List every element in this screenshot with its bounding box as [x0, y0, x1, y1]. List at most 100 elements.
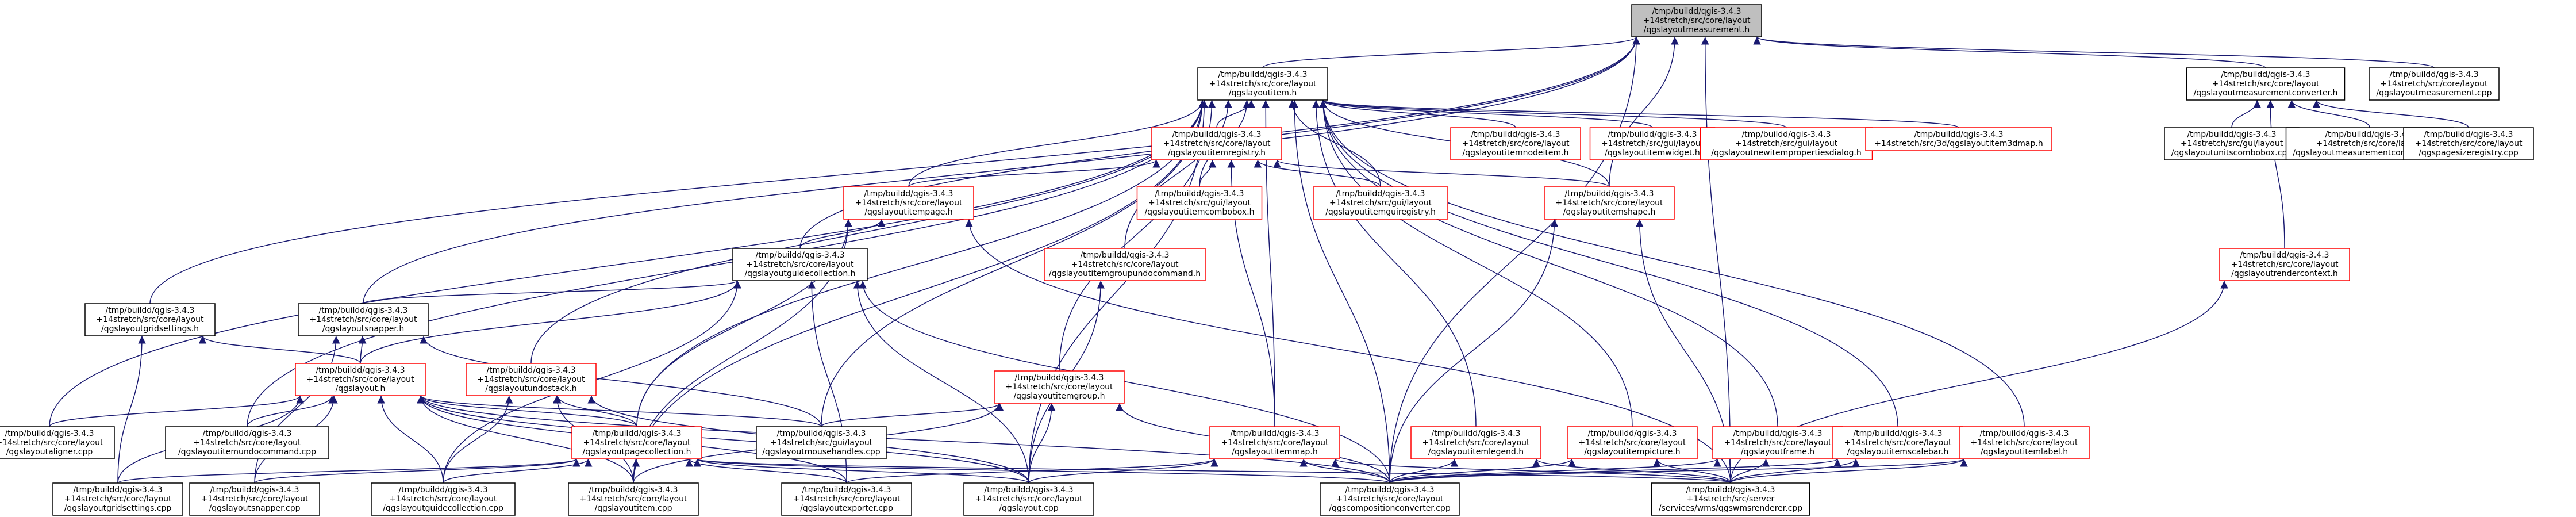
- file-node-label-h[interactable]: /tmp/buildd/qgis-3.4.3+14stretch/src/cor…: [1959, 426, 2090, 459]
- node-box[interactable]: [2219, 248, 2350, 281]
- file-node-mousehandles-cpp[interactable]: /tmp/buildd/qgis-3.4.3+14stretch/src/gui…: [756, 426, 887, 459]
- node-box[interactable]: [298, 303, 429, 336]
- file-node-item-h[interactable]: /tmp/buildd/qgis-3.4.3+14stretch/src/cor…: [1197, 67, 1328, 101]
- node-box[interactable]: [781, 482, 912, 516]
- file-node-renderer-cpp[interactable]: /tmp/buildd/qgis-3.4.3+14stretch/src/ser…: [1651, 482, 1810, 516]
- file-node-itemnodeitem-h[interactable]: /tmp/buildd/qgis-3.4.3+14stretch/src/cor…: [1450, 127, 1581, 160]
- edge-gridsettings-cpp-to-pagecollection-h: [117, 458, 580, 484]
- file-node-measconv-h[interactable]: /tmp/buildd/qgis-3.4.3+14stretch/src/cor…: [2186, 67, 2346, 101]
- file-node-unitscombo-cpp[interactable]: /tmp/buildd/qgis-3.4.3+14stretch/src/gui…: [2164, 127, 2300, 160]
- edge-layout-cpp-to-layout-h: [417, 395, 1029, 484]
- edge-layout-cpp-to-item-h: [1028, 99, 1208, 484]
- file-node-itemregistry-h[interactable]: /tmp/buildd/qgis-3.4.3+14stretch/src/cor…: [1151, 127, 1282, 160]
- node-box[interactable]: [52, 482, 183, 516]
- node-box[interactable]: [1567, 426, 1698, 459]
- edge-itemguiregistry-h-to-itemregistry-h: [1254, 159, 1381, 187]
- node-box[interactable]: [2403, 127, 2534, 160]
- file-node-measurement-h[interactable]: /tmp/buildd/qgis-3.4.3+14stretch/src/cor…: [1631, 4, 1762, 37]
- file-node-itempicture-h[interactable]: /tmp/buildd/qgis-3.4.3+14stretch/src/cor…: [1567, 426, 1698, 459]
- node-label-line: /tmp/buildd/qgis-3.4.3: [1014, 373, 1104, 382]
- node-label-line: /tmp/buildd/qgis-3.4.3: [2187, 130, 2276, 139]
- file-node-itemundo-cpp[interactable]: /tmp/buildd/qgis-3.4.3+14stretch/src/cor…: [165, 426, 329, 459]
- node-box[interactable]: [466, 363, 597, 396]
- file-node-guidecollection-h[interactable]: /tmp/buildd/qgis-3.4.3+14stretch/src/cor…: [732, 248, 868, 281]
- node-box[interactable]: [1410, 426, 1541, 459]
- file-node-itemshape-h[interactable]: /tmp/buildd/qgis-3.4.3+14stretch/src/cor…: [1544, 186, 1675, 220]
- node-box[interactable]: [1136, 186, 1263, 220]
- node-box[interactable]: [2369, 67, 2500, 101]
- node-box[interactable]: [843, 186, 974, 220]
- edge-layout-cpp-to-itemmap-h: [1028, 458, 1218, 484]
- node-label-line: +14stretch/src/core/layout: [1071, 260, 1179, 269]
- file-node-scalebar-h[interactable]: /tmp/buildd/qgis-3.4.3+14stretch/src/cor…: [1832, 426, 1963, 459]
- file-node-layout-h[interactable]: /tmp/buildd/qgis-3.4.3+14stretch/src/cor…: [295, 363, 426, 396]
- file-node-itemwidget-h[interactable]: /tmp/buildd/qgis-3.4.3+14stretch/src/gui…: [1589, 127, 1716, 160]
- node-label-line: /tmp/buildd/qgis-3.4.3: [1172, 130, 1261, 139]
- file-node-itemguiregistry-h[interactable]: /tmp/buildd/qgis-3.4.3+14stretch/src/gui…: [1313, 186, 1448, 220]
- file-node-snapper-h[interactable]: /tmp/buildd/qgis-3.4.3+14stretch/src/cor…: [298, 303, 429, 336]
- dependency-edges: [49, 36, 2469, 484]
- node-box[interactable]: [1320, 482, 1460, 516]
- file-node-measurement-cpp[interactable]: /tmp/buildd/qgis-3.4.3+14stretch/src/cor…: [2369, 67, 2500, 101]
- file-node-compconv-cpp[interactable]: /tmp/buildd/qgis-3.4.3+14stretch/src/cor…: [1320, 482, 1460, 516]
- node-label-line: /tmp/buildd/qgis-3.4.3: [1230, 429, 1319, 438]
- file-node-itemlegend-h[interactable]: /tmp/buildd/qgis-3.4.3+14stretch/src/cor…: [1410, 426, 1541, 459]
- file-node-undostack-h[interactable]: /tmp/buildd/qgis-3.4.3+14stretch/src/cor…: [466, 363, 597, 396]
- file-node-pagesize-cpp[interactable]: /tmp/buildd/qgis-3.4.3+14stretch/src/cor…: [2403, 127, 2534, 160]
- file-node-itemmap-h[interactable]: /tmp/buildd/qgis-3.4.3+14stretch/src/cor…: [1209, 426, 1340, 459]
- node-box[interactable]: [2186, 67, 2346, 101]
- node-box[interactable]: [1209, 426, 1340, 459]
- node-box[interactable]: [568, 482, 699, 516]
- node-box[interactable]: [1450, 127, 1581, 160]
- file-node-itemgroupundo-h[interactable]: /tmp/buildd/qgis-3.4.3+14stretch/src/cor…: [1044, 248, 1206, 281]
- file-node-itempage-h[interactable]: /tmp/buildd/qgis-3.4.3+14stretch/src/cor…: [843, 186, 974, 220]
- node-label-line: /services/wms/qgswmsrenderer.cpp: [1659, 504, 1802, 513]
- node-box[interactable]: [963, 482, 1094, 516]
- file-node-gridsettings-h[interactable]: /tmp/buildd/qgis-3.4.3+14stretch/src/cor…: [84, 303, 216, 336]
- file-node-itemgroup-h[interactable]: /tmp/buildd/qgis-3.4.3+14stretch/src/cor…: [994, 370, 1125, 404]
- node-label-line: +14stretch/src/core/layout: [1422, 438, 1530, 447]
- node-box[interactable]: [571, 426, 702, 459]
- file-node-aligner-cpp[interactable]: /tmp/buildd/qgis-3.4.3+14stretch/src/cor…: [0, 426, 115, 459]
- node-box[interactable]: [732, 248, 868, 281]
- node-box[interactable]: [1700, 127, 1873, 160]
- node-box[interactable]: [994, 370, 1125, 404]
- file-node-guidecollection-cpp[interactable]: /tmp/buildd/qgis-3.4.3+14stretch/src/cor…: [371, 482, 516, 516]
- node-box[interactable]: [295, 363, 426, 396]
- file-node-itemcombo-h[interactable]: /tmp/buildd/qgis-3.4.3+14stretch/src/gui…: [1136, 186, 1263, 220]
- node-box[interactable]: [1631, 4, 1762, 37]
- node-box[interactable]: [189, 482, 320, 516]
- node-box[interactable]: [84, 303, 216, 336]
- file-node-propdialog-h[interactable]: /tmp/buildd/qgis-3.4.3+14stretch/src/gui…: [1700, 127, 1873, 160]
- node-box[interactable]: [371, 482, 516, 516]
- node-box[interactable]: [756, 426, 887, 459]
- node-box[interactable]: [1832, 426, 1963, 459]
- file-node-frame-h[interactable]: /tmp/buildd/qgis-3.4.3+14stretch/src/cor…: [1712, 426, 1843, 459]
- file-node-snapper-cpp[interactable]: /tmp/buildd/qgis-3.4.3+14stretch/src/cor…: [189, 482, 320, 516]
- node-label-line: /tmp/buildd/qgis-3.4.3: [105, 306, 194, 315]
- file-node-gridsettings-cpp[interactable]: /tmp/buildd/qgis-3.4.3+14stretch/src/cor…: [52, 482, 183, 516]
- node-box[interactable]: [1197, 67, 1328, 101]
- file-node-pagecollection-h[interactable]: /tmp/buildd/qgis-3.4.3+14stretch/src/cor…: [571, 426, 702, 459]
- node-label-line: +14stretch/src/core/layout: [2414, 139, 2523, 148]
- node-label-line: /tmp/buildd/qgis-3.4.3: [1652, 7, 1741, 16]
- node-box[interactable]: [1712, 426, 1843, 459]
- node-box[interactable]: [1151, 127, 1282, 160]
- node-box[interactable]: [1865, 127, 2052, 151]
- node-box[interactable]: [1044, 248, 1206, 281]
- node-box[interactable]: [1651, 482, 1810, 516]
- node-label-line: /qgslayoutitemgroupundocommand.h: [1049, 269, 1201, 278]
- node-box[interactable]: [165, 426, 329, 459]
- edge-measconv-h-to-measurement-h: [1753, 36, 2266, 68]
- file-node-rendercontext-h[interactable]: /tmp/buildd/qgis-3.4.3+14stretch/src/cor…: [2219, 248, 2350, 281]
- node-label-line: +14stretch/src/core/layout: [2316, 139, 2424, 148]
- node-label-line: +14stretch/src/core/layout: [579, 495, 687, 504]
- node-box[interactable]: [1313, 186, 1448, 220]
- file-node-item3dmap-h[interactable]: /tmp/buildd/qgis-3.4.3+14stretch/src/3d/…: [1865, 127, 2052, 151]
- file-node-item-cpp[interactable]: /tmp/buildd/qgis-3.4.3+14stretch/src/cor…: [568, 482, 699, 516]
- file-node-exporter-cpp[interactable]: /tmp/buildd/qgis-3.4.3+14stretch/src/cor…: [781, 482, 912, 516]
- node-box[interactable]: [1544, 186, 1675, 220]
- node-box[interactable]: [0, 426, 115, 459]
- node-box[interactable]: [1959, 426, 2090, 459]
- file-node-layout-cpp[interactable]: /tmp/buildd/qgis-3.4.3+14stretch/src/cor…: [963, 482, 1094, 516]
